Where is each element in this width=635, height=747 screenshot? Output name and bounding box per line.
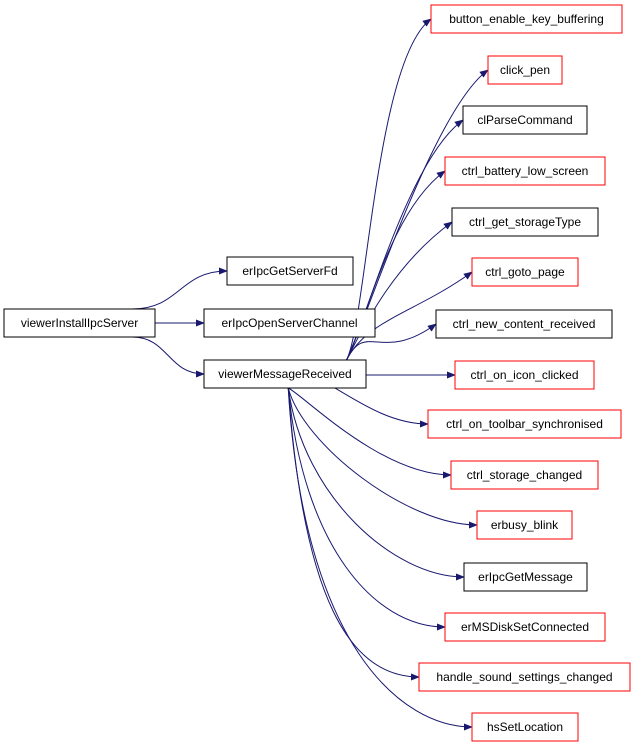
node-ctrl-battery-low-screen[interactable]: ctrl_battery_low_screen xyxy=(444,156,606,186)
node-label: erIpcGetMessage xyxy=(478,570,573,584)
node-label: hsSetLocation xyxy=(487,720,563,734)
node-ctrl-on-icon-clicked[interactable]: ctrl_on_icon_clicked xyxy=(454,360,595,390)
node-box[interactable] xyxy=(487,55,563,85)
node-label: ctrl_storage_changed xyxy=(467,468,582,482)
node-viewerinstallipcserver[interactable]: viewerInstallIpcServer xyxy=(3,308,156,338)
node-label: handle_sound_settings_changed xyxy=(436,670,612,684)
node-eripcgetserverfd[interactable]: erIpcGetServerFd xyxy=(226,256,354,286)
edge-viewermessagereceived-to-ctrl-storage-changed xyxy=(288,387,452,479)
node-ctrl-get-storagetype[interactable]: ctrl_get_storageType xyxy=(451,207,599,237)
edge-viewermessagereceived-to-ermsdisksetconnected xyxy=(287,387,446,631)
edge-viewermessagereceived-to-handle-sound-settings-changed xyxy=(287,387,420,681)
node-box[interactable] xyxy=(427,409,622,439)
node-label: ctrl_on_icon_clicked xyxy=(470,368,578,382)
edge-viewerinstallipcserver-to-viewermessagereceived xyxy=(132,336,205,378)
node-label: click_pen xyxy=(500,63,550,77)
node-ctrl-new-content-received[interactable]: ctrl_new_content_received xyxy=(435,309,613,339)
node-box[interactable] xyxy=(454,360,595,390)
edge-viewerinstallipcserver-to-eripcgetserverfd xyxy=(132,267,228,310)
node-box[interactable] xyxy=(463,562,588,592)
node-box[interactable] xyxy=(203,308,376,338)
node-button-enable-key-buffering[interactable]: button_enable_key_buffering xyxy=(430,4,623,34)
node-label: ctrl_new_content_received xyxy=(453,317,596,331)
node-box[interactable] xyxy=(450,460,599,490)
node-handle-sound-settings-changed[interactable]: handle_sound_settings_changed xyxy=(418,662,631,692)
node-box[interactable] xyxy=(444,612,606,642)
node-box[interactable] xyxy=(430,4,623,34)
node-erbusy-blink[interactable]: erbusy_blink xyxy=(476,510,573,540)
node-label: viewerInstallIpcServer xyxy=(21,316,138,330)
node-ctrl-goto-page[interactable]: ctrl_goto_page xyxy=(471,257,579,287)
node-eripcopenserverchannel[interactable]: erIpcOpenServerChannel xyxy=(203,308,376,338)
node-label: button_enable_key_buffering xyxy=(449,12,604,26)
node-ctrl-on-toolbar-synchronised[interactable]: ctrl_on_toolbar_synchronised xyxy=(427,409,622,439)
node-label: ctrl_goto_page xyxy=(485,265,565,279)
node-label: viewerMessageReceived xyxy=(218,367,351,381)
node-box[interactable] xyxy=(444,156,606,186)
node-label: erMSDiskSetConnected xyxy=(461,620,589,634)
edge-viewermessagereceived-to-ctrl-battery-low-screen xyxy=(346,170,446,361)
node-hssetlocation[interactable]: hsSetLocation xyxy=(471,712,579,742)
node-label: erIpcOpenServerChannel xyxy=(221,316,357,330)
node-label: ctrl_battery_low_screen xyxy=(462,164,589,178)
edge-viewermessagereceived-to-ctrl-get-storagetype xyxy=(346,221,453,361)
edge-viewermessagereceived-to-ctrl-new-content-received xyxy=(346,323,437,361)
node-ermsdisksetconnected[interactable]: erMSDiskSetConnected xyxy=(444,612,606,642)
node-box[interactable] xyxy=(418,662,631,692)
node-label: erbusy_blink xyxy=(491,518,559,532)
node-box[interactable] xyxy=(203,359,367,389)
edge-viewermessagereceived-to-erbusy-blink xyxy=(287,387,478,529)
node-box[interactable] xyxy=(226,256,354,286)
node-box[interactable] xyxy=(476,510,573,540)
node-box[interactable] xyxy=(471,257,579,287)
node-box[interactable] xyxy=(451,207,599,237)
node-box[interactable] xyxy=(462,105,588,135)
node-label: erIpcGetServerFd xyxy=(242,264,337,278)
node-click-pen[interactable]: click_pen xyxy=(487,55,563,85)
node-label: ctrl_on_toolbar_synchronised xyxy=(446,417,603,431)
node-clparsecommand[interactable]: clParseCommand xyxy=(462,105,588,135)
nodes-layer: viewerInstallIpcServer erIpcGetServerFd er… xyxy=(3,4,631,742)
node-eripcgetmessage[interactable]: erIpcGetMessage xyxy=(463,562,588,592)
node-viewermessagereceived[interactable]: viewerMessageReceived xyxy=(203,359,367,389)
node-label: clParseCommand xyxy=(477,113,572,127)
node-ctrl-storage-changed[interactable]: ctrl_storage_changed xyxy=(450,460,599,490)
node-box[interactable] xyxy=(471,712,579,742)
node-label: ctrl_get_storageType xyxy=(469,215,581,229)
node-box[interactable] xyxy=(3,308,156,338)
edge-viewermessagereceived-to-hssetlocation xyxy=(287,387,473,731)
edge-viewermessagereceived-to-eripcgetmessage xyxy=(287,387,465,581)
node-box[interactable] xyxy=(435,309,613,339)
